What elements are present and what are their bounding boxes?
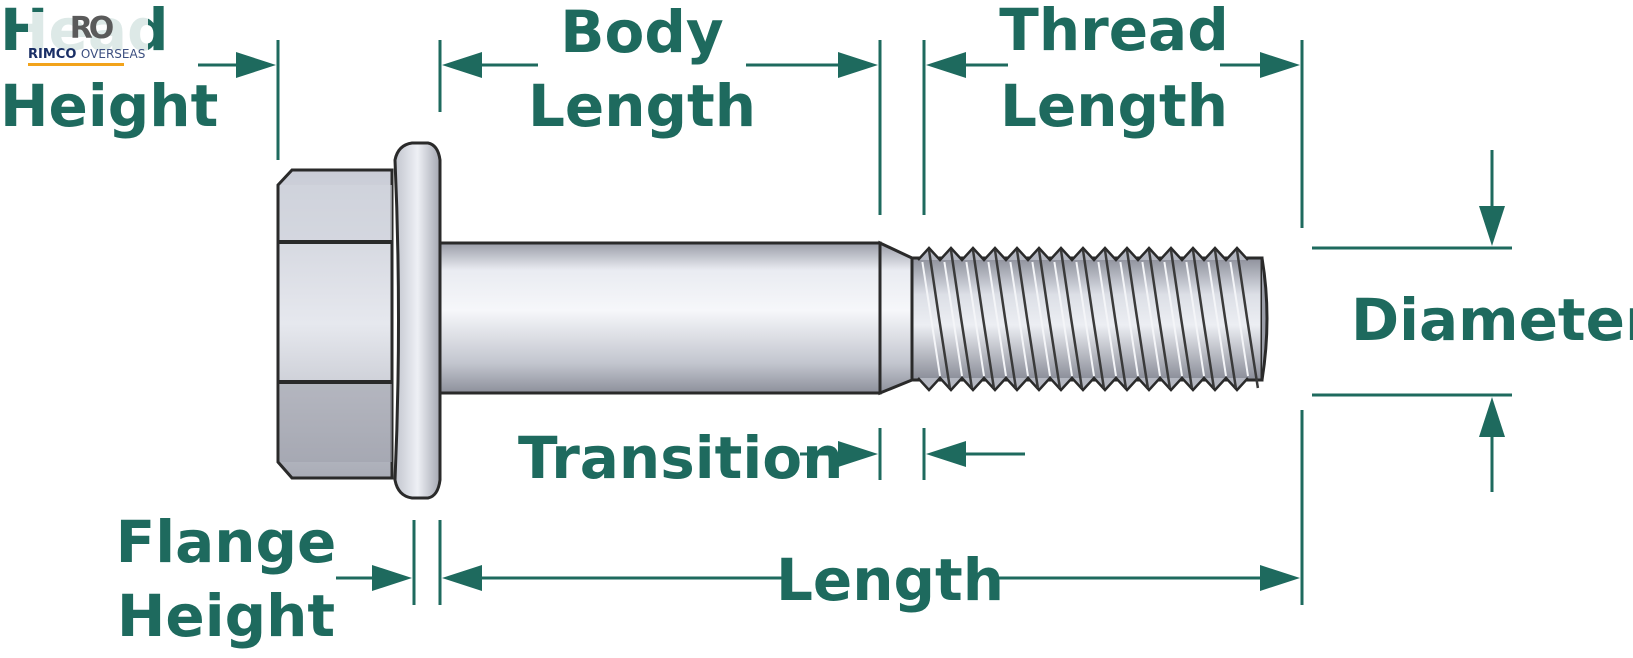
body-length-arrow — [442, 52, 878, 78]
thread-highlight-line — [921, 261, 941, 377]
thread-highlight-line — [1163, 261, 1183, 377]
thread-lines — [917, 246, 1260, 392]
thread-helix-line — [1191, 249, 1216, 389]
flange-height-arrow — [336, 565, 412, 591]
label-length: Length — [776, 546, 1004, 614]
shank-body — [438, 240, 914, 396]
label-body-length-line2: Length — [528, 72, 756, 140]
threaded-section — [910, 246, 1269, 392]
logo-brand-suffix: OVERSEAS — [80, 47, 146, 61]
logo-accent-bar — [28, 63, 124, 66]
diameter-arrow — [1479, 150, 1505, 492]
thread-helix-line — [927, 249, 952, 389]
dimension-arrows — [198, 52, 1505, 591]
thread-highlight-line — [1053, 261, 1073, 377]
thread-highlight-line — [1141, 261, 1161, 377]
thread-helix-line — [1213, 249, 1238, 389]
thread-highlight-line — [1119, 261, 1139, 377]
label-thread-length-line1: Thread — [999, 0, 1228, 64]
thread-highlight-line — [1229, 261, 1249, 377]
thread-length-arrow — [926, 52, 1300, 78]
thread-highlight-line — [987, 261, 1007, 377]
thread-helix-line — [1037, 249, 1062, 389]
rimco-logo: RO RIMCO OVERSEAS — [28, 12, 148, 68]
thread-helix-line — [1235, 249, 1260, 389]
label-flange-height-line2: Height — [117, 582, 335, 650]
thread-helix-line — [1125, 249, 1150, 389]
thread-helix-line — [1059, 249, 1084, 389]
logo-mark-icon: RO — [69, 11, 115, 46]
thread-highlight-line — [1207, 261, 1227, 377]
thread-bottom-crests — [917, 376, 1249, 392]
thread-helix-line — [971, 249, 996, 389]
transition-arrow — [800, 441, 1025, 467]
thread-helix-line — [1015, 249, 1040, 389]
hex-head — [276, 168, 394, 480]
label-head-height-line2: Height — [0, 72, 218, 140]
thread-helix-line — [993, 249, 1018, 389]
bolt — [276, 141, 1269, 500]
thread-helix-line — [1081, 249, 1106, 389]
thread-helix-line — [1147, 249, 1172, 389]
label-transition: Transition — [518, 424, 843, 492]
head-height-arrow — [198, 52, 276, 78]
thread-helix-line — [1103, 249, 1128, 389]
thread-highlight-line — [1031, 261, 1051, 377]
length-arrow — [442, 565, 1300, 591]
label-diameter: Diameter — [1351, 286, 1633, 354]
label-flange-height-line1: Flange — [116, 508, 337, 576]
flange — [393, 141, 442, 500]
thread-helix-line — [949, 249, 974, 389]
thread-highlight-line — [1075, 261, 1095, 377]
extension-lines — [276, 40, 1512, 605]
logo-brand: RIMCO — [28, 47, 77, 62]
thread-highlight-line — [965, 261, 985, 377]
thread-highlight-line — [1009, 261, 1029, 377]
thread-highlight-line — [1185, 261, 1205, 377]
thread-helix-line — [1169, 249, 1194, 389]
thread-highlight-line — [1097, 261, 1117, 377]
label-body-length-line1: Body — [560, 0, 723, 66]
label-thread-length-line2: Length — [1000, 72, 1228, 140]
logo-text: RIMCO OVERSEAS — [28, 46, 148, 62]
thread-highlight-line — [943, 261, 963, 377]
